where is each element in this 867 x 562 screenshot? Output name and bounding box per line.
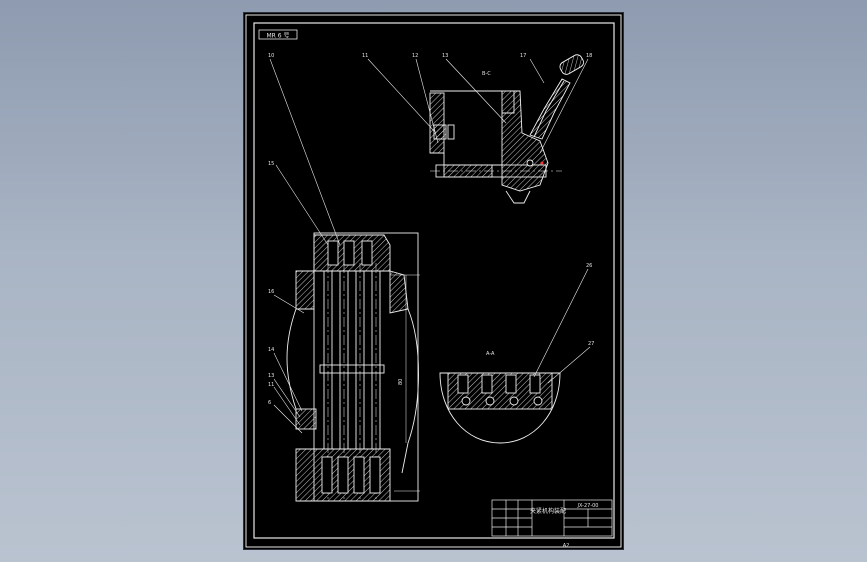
right-leaders	[533, 268, 591, 384]
callout-left-2: 15	[268, 161, 274, 167]
sheet-inner-border	[253, 22, 615, 539]
drawing-stamp: MR 6 号	[258, 29, 298, 40]
top-section-view: B-C	[429, 54, 585, 204]
callout-left-7: 6	[268, 400, 271, 406]
aa-section-view: A-A	[439, 351, 561, 444]
title-block-code: JX-27-00	[577, 503, 599, 509]
callout-top-2: 12	[412, 53, 418, 59]
drawing-sheet[interactable]: MR 6 号 B-C	[244, 13, 623, 549]
callout-right-1: 26	[586, 263, 592, 269]
top-view-label: B-C	[482, 71, 491, 77]
callout-top-5: 18	[586, 53, 592, 59]
accent-mark	[540, 161, 544, 165]
stamp-label: MR 6 号	[267, 33, 290, 40]
callout-right-2: 27	[588, 341, 594, 347]
aa-view-label: A-A	[486, 351, 495, 357]
top-leaders	[367, 58, 589, 154]
title-block-sheet-ref: A2	[563, 543, 570, 549]
title-block-title: 夹紧机构装配	[530, 507, 566, 515]
callout-top-1: 11	[362, 53, 368, 59]
left-leaders	[269, 58, 341, 434]
callout-left-1: 10	[268, 53, 274, 59]
right-callouts: 26 27	[586, 263, 594, 347]
callout-top-3: 13	[442, 53, 448, 59]
sheet-outer-border	[245, 14, 622, 548]
callout-left-3: 16	[268, 289, 274, 295]
drawing-canvas: MR 6 号 B-C	[245, 14, 622, 549]
main-section-view	[286, 232, 420, 502]
callout-left-5: 13	[268, 373, 274, 379]
dimension-text: 80	[398, 379, 404, 385]
callout-top-4: 17	[520, 53, 526, 59]
title-block[interactable]	[491, 499, 613, 537]
callout-left-4: 14	[268, 347, 274, 353]
left-callouts: 10 15 16 14 13 11 6	[268, 53, 274, 406]
top-callouts: 11 12 13 17 18	[362, 53, 592, 59]
callout-left-6: 11	[268, 382, 274, 388]
